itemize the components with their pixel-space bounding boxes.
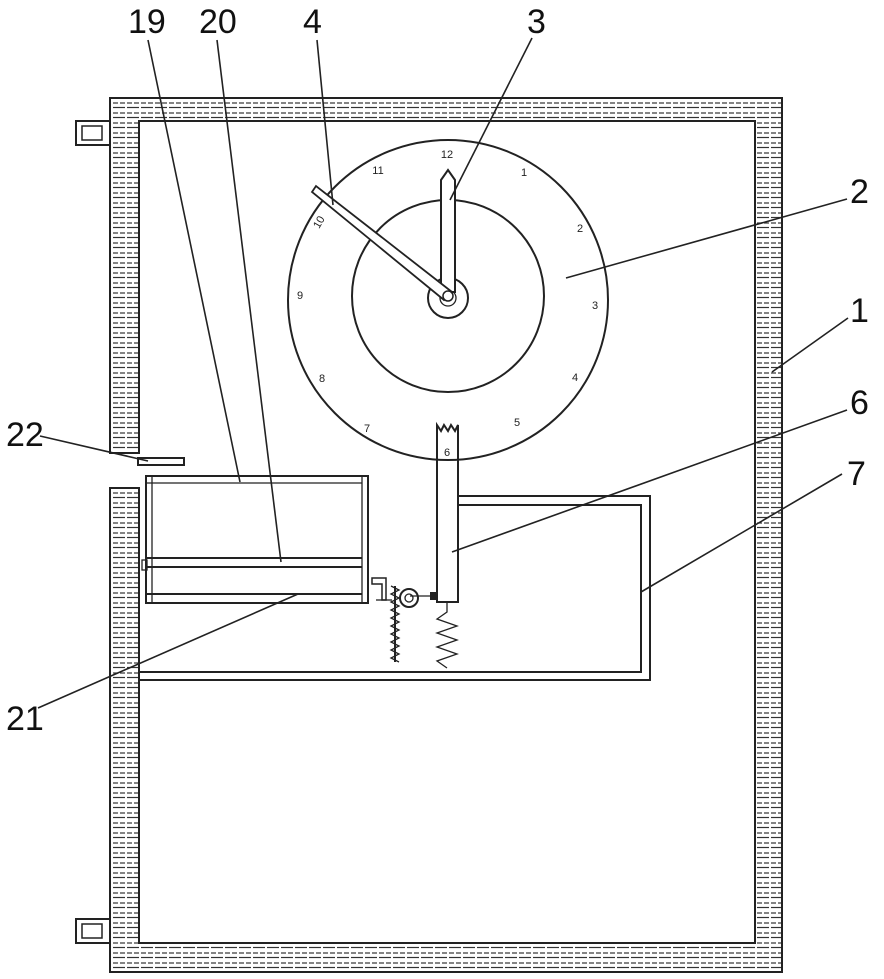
spring: [437, 602, 457, 668]
dial-number-1: 1: [521, 167, 527, 179]
leader-2: [566, 199, 847, 278]
callout-4: 4: [303, 3, 322, 41]
callout-19: 19: [128, 3, 166, 41]
callout-7: 7: [847, 455, 866, 493]
dial-number-11: 11: [372, 165, 383, 177]
callout-2: 2: [850, 173, 869, 211]
dial-number-5: 5: [514, 417, 520, 429]
dial-number-8: 8: [319, 373, 325, 385]
dial-number-10: 10: [311, 214, 328, 231]
dial-number-12: 12: [441, 149, 453, 161]
leader-lines: [38, 38, 848, 708]
dial-number-9: 9: [297, 290, 303, 302]
leader-1: [772, 318, 848, 372]
callout-1: 1: [850, 292, 869, 330]
callout-6: 6: [850, 384, 869, 422]
gear-mechanism: [372, 578, 437, 662]
callout-3: 3: [527, 3, 546, 41]
dial-number-7: 7: [364, 423, 370, 435]
inlet-lip: [138, 458, 184, 465]
dial-number-2: 2: [577, 223, 583, 235]
callout-22: 22: [6, 416, 44, 454]
hinge-top: [76, 121, 110, 145]
hinge-bottom: [76, 919, 110, 943]
dial-number-4: 4: [572, 372, 578, 384]
dial-number-3: 3: [592, 300, 598, 312]
callout-20: 20: [199, 3, 237, 41]
hour-hand: [441, 170, 455, 292]
leader-7: [641, 474, 842, 592]
callout-21: 21: [6, 700, 44, 738]
drawer-assembly: [142, 476, 368, 603]
leader-21: [38, 594, 298, 708]
dial-number-6: 6: [444, 447, 450, 459]
leader-4: [317, 40, 333, 205]
